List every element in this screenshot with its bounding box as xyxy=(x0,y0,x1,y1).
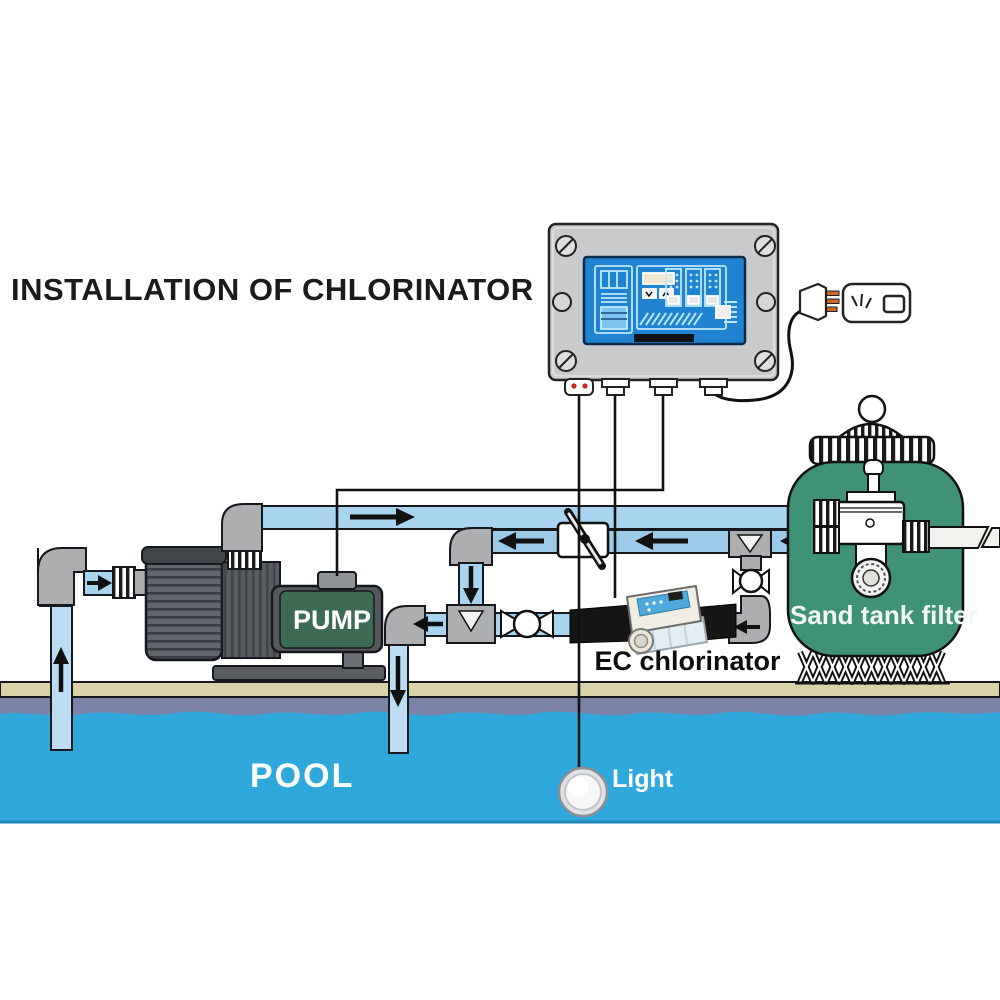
cable-glands xyxy=(564,378,728,396)
control-box xyxy=(547,222,780,396)
ec-chlorinator xyxy=(569,585,737,655)
deck xyxy=(0,681,1000,698)
discharge-elbow xyxy=(221,503,263,552)
pipe-tee xyxy=(728,529,772,558)
suction-line xyxy=(37,547,149,607)
power-cord xyxy=(715,308,804,403)
pump-wire xyxy=(335,395,665,576)
chlorinator-label: EC chlorinator xyxy=(594,646,781,676)
chlorinator-line xyxy=(384,604,581,646)
chlorinator-feed-branch xyxy=(728,529,772,644)
pool-light-icon xyxy=(557,766,609,818)
pump-lid xyxy=(141,546,227,565)
pump-motor-band xyxy=(279,590,375,649)
pump-base xyxy=(212,665,386,681)
pool-label: POOL xyxy=(250,757,355,795)
diagram-title: INSTALLATION OF CHLORINATOR xyxy=(11,272,534,307)
pool-return-pipe xyxy=(388,639,409,754)
pipe-tee xyxy=(446,604,496,644)
sand-tank-filter xyxy=(786,394,1000,685)
pipe-coupling xyxy=(112,566,136,599)
waste-pipe-break xyxy=(980,527,1000,548)
light-label: Light xyxy=(612,765,674,793)
supply-pipe xyxy=(255,505,821,530)
pump-strainer-pot xyxy=(144,550,224,662)
return-drop-left xyxy=(449,527,493,610)
power-connection xyxy=(715,282,912,403)
socket-switch xyxy=(882,294,906,314)
waste-coupling xyxy=(902,520,930,553)
control-wires xyxy=(335,395,665,772)
waste-pipe xyxy=(928,526,990,549)
check-valve-icon xyxy=(556,508,610,570)
panel-slot xyxy=(634,334,694,342)
pool-suction-pipe xyxy=(50,599,73,751)
pipe-elbow xyxy=(449,527,493,566)
valve-outlet-coupling xyxy=(813,526,840,554)
pump-volute xyxy=(221,561,281,659)
gland xyxy=(601,378,630,396)
sand-filter-label: Sand tank filter xyxy=(790,600,978,630)
gland xyxy=(649,378,678,396)
chlorinator-display xyxy=(668,591,683,601)
pump-label: PUMP xyxy=(292,605,371,635)
power-terminal-gland xyxy=(564,378,594,396)
ball-valve-icon xyxy=(732,568,770,596)
power-plug-icon xyxy=(798,282,840,322)
pool-wall-band xyxy=(0,695,1000,716)
wall-socket-icon xyxy=(841,282,912,324)
screw-icon xyxy=(555,235,776,372)
pump xyxy=(141,503,386,681)
panel-graphics xyxy=(594,265,737,342)
pipe-elbow xyxy=(728,595,771,644)
pipe-elbow xyxy=(384,605,426,646)
mounting-hole xyxy=(756,292,776,312)
multiport-valve xyxy=(813,459,1000,599)
mounting-hole xyxy=(552,292,572,312)
valve-inlet-coupling xyxy=(813,499,840,527)
pool xyxy=(0,695,1000,824)
filter-lid-knob xyxy=(857,394,887,424)
gland xyxy=(699,378,728,396)
pool-water xyxy=(0,700,1000,822)
ball-valve-icon xyxy=(500,609,554,639)
